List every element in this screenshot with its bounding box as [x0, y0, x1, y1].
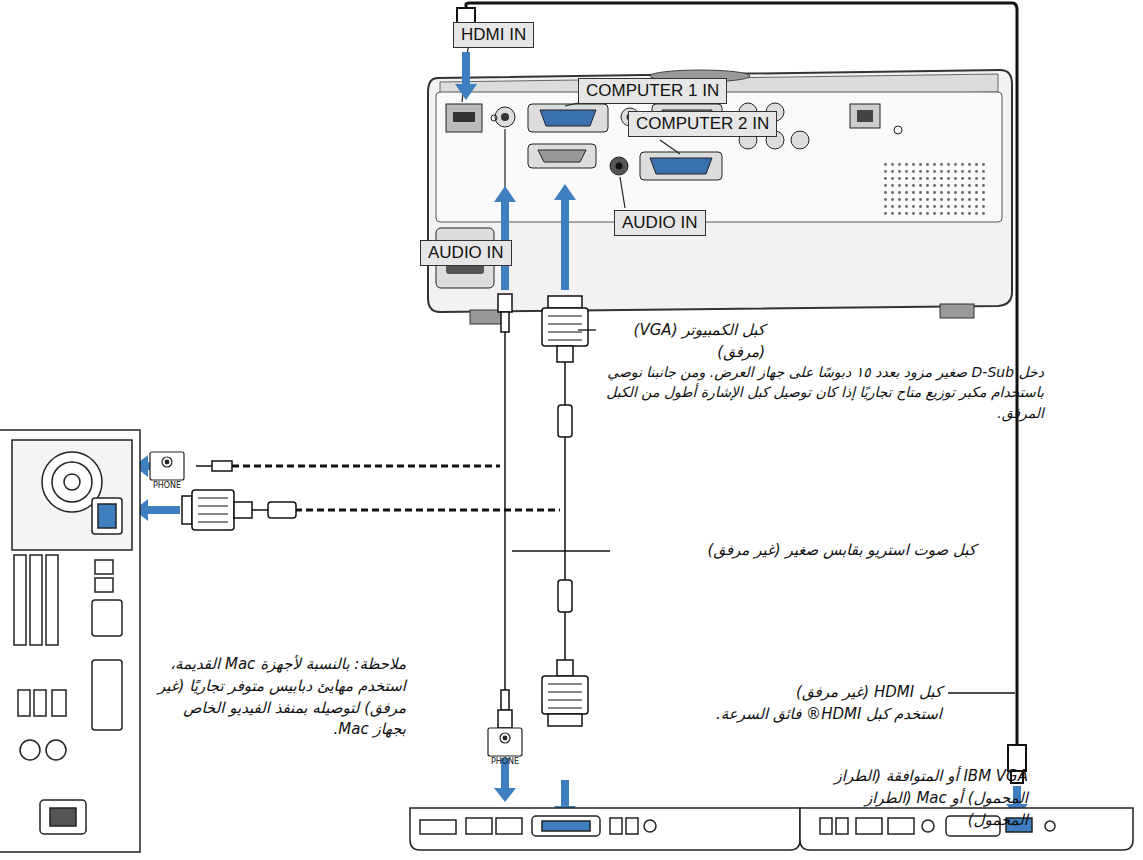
port-callout: AUDIO IN — [420, 240, 512, 266]
port-callout: COMPUTER 2 IN — [628, 111, 777, 137]
port-callout: HDMI IN — [453, 22, 534, 48]
annotation: IBM VGA أو المتوافقة (الطراز المحمول) أو… — [828, 766, 1028, 831]
port-name: AUDIO IN — [622, 213, 698, 232]
jack-label: PHONE — [150, 482, 184, 490]
annotation: استخدم كبل HDMI® فائق السرعة. — [700, 704, 942, 726]
annotation: كبل HDMI (غير مرفق) — [770, 682, 942, 704]
port-name: AUDIO IN — [428, 243, 504, 262]
port-name: COMPUTER 2 IN — [636, 114, 769, 133]
jack-label: PHONE — [488, 758, 522, 766]
port-callout: AUDIO IN — [614, 210, 706, 236]
annotation: كبل الكمبيوتر (VGA) (مرفق) — [600, 320, 765, 364]
annotation: دخل D-Sub صغير مزود بعدد ١٥ دبوسًا على ج… — [592, 362, 1044, 423]
annotation: ملاحظة: بالنسبة لأجهزة Mac القديمة، استخ… — [148, 654, 406, 741]
annotation: كبل صوت استريو بقابس صغير (غير مرفق) — [616, 540, 976, 562]
port-name: COMPUTER 1 IN — [586, 81, 719, 100]
port-name: HDMI IN — [461, 25, 526, 44]
port-callout: COMPUTER 1 IN — [578, 78, 727, 104]
